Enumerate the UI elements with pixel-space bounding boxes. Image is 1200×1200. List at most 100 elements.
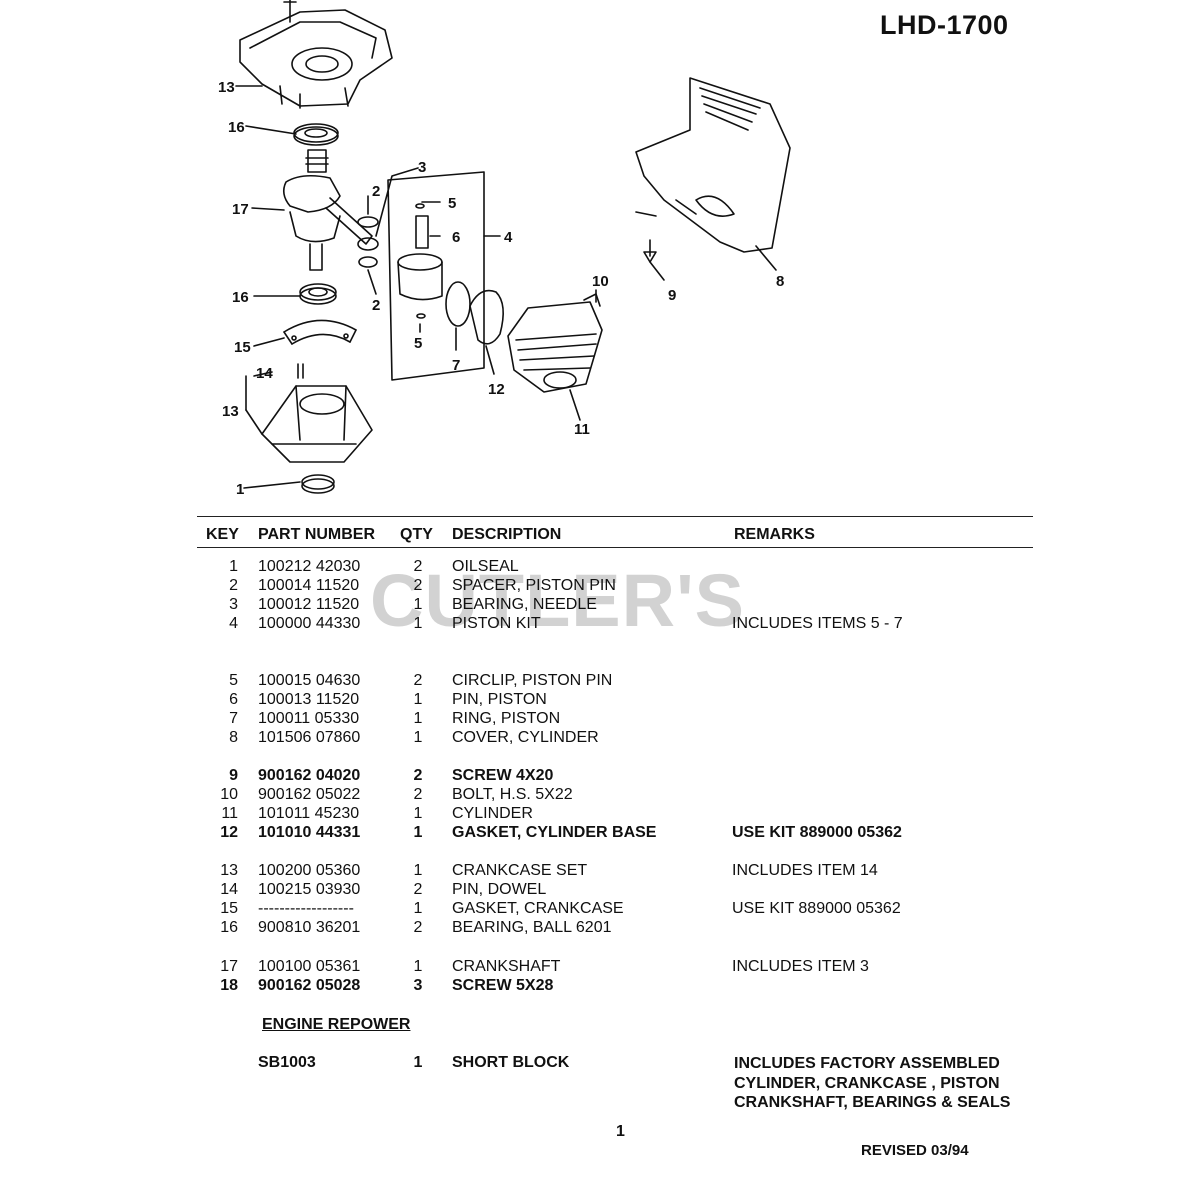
callout-label: 14 bbox=[256, 365, 273, 382]
callout-label: 9 bbox=[668, 287, 676, 304]
quantity: 2 bbox=[413, 767, 423, 784]
callout-label: 13 bbox=[222, 403, 239, 420]
callout-label: 17 bbox=[232, 201, 249, 218]
quantity: 2 bbox=[413, 558, 423, 575]
description: GASKET, CYLINDER BASE bbox=[452, 824, 657, 841]
part-number: 100100 05361 bbox=[258, 958, 361, 975]
part-number: 100015 04630 bbox=[258, 672, 361, 689]
piston-pin-drawing bbox=[415, 203, 429, 249]
callout-label: 13 bbox=[218, 79, 235, 96]
remarks: INCLUDES ITEM 14 bbox=[732, 862, 878, 879]
key: 11 bbox=[221, 805, 238, 822]
callout-label: 2 bbox=[372, 297, 380, 314]
part-number: 100013 11520 bbox=[258, 691, 360, 708]
description: OILSEAL bbox=[452, 558, 519, 575]
callout-label: 6 bbox=[452, 229, 460, 246]
description: RING, PISTON bbox=[452, 710, 561, 727]
part-number: 100000 44330 bbox=[258, 615, 361, 632]
quantity: 1 bbox=[413, 710, 423, 727]
part-number: 100012 11520 bbox=[258, 596, 360, 613]
part-number: 900162 04020 bbox=[258, 767, 361, 784]
table-row: 12 101010 44331 1 GASKET, CYLINDER BASE USE … bbox=[0, 824, 1200, 843]
table-top-rule bbox=[197, 516, 1033, 517]
part-number: ------------------ bbox=[258, 900, 354, 917]
quantity: 1 bbox=[413, 615, 423, 632]
key: 8 bbox=[229, 729, 238, 746]
leader-lines bbox=[235, 85, 777, 489]
spacers-drawing bbox=[357, 216, 379, 268]
model-title: LHD-1700 bbox=[880, 10, 1009, 40]
description: BEARING, BALL 6201 bbox=[452, 919, 612, 936]
callout-label: 5 bbox=[448, 195, 456, 212]
quantity: 1 bbox=[413, 900, 423, 917]
key: 16 bbox=[220, 919, 238, 936]
callout-label: 3 bbox=[418, 159, 426, 176]
callout-label: 1 bbox=[236, 481, 244, 498]
revision-date: REVISED 03/94 bbox=[861, 1142, 969, 1159]
description: CYLINDER bbox=[452, 805, 533, 822]
callout-label: 7 bbox=[452, 357, 460, 374]
quantity: 2 bbox=[413, 881, 423, 898]
callout-label: 16 bbox=[232, 289, 249, 306]
part-number: SB1003 bbox=[258, 1054, 316, 1071]
description: CRANKSHAFT bbox=[452, 958, 561, 975]
quantity: 3 bbox=[413, 977, 423, 994]
remarks: USE KIT 889000 05362 bbox=[732, 900, 901, 917]
callout-label: 16 bbox=[228, 119, 245, 136]
watermark: CUTLER'S bbox=[370, 559, 746, 642]
description: PISTON KIT bbox=[452, 615, 541, 632]
key: 17 bbox=[220, 958, 238, 975]
callout-label: 15 bbox=[234, 339, 251, 356]
crankshaft-drawing bbox=[282, 149, 373, 271]
key: 12 bbox=[220, 824, 238, 841]
quantity: 2 bbox=[413, 672, 423, 689]
description: CIRCLIP, PISTON PIN bbox=[452, 672, 613, 689]
key: 5 bbox=[229, 672, 238, 689]
quantity: 1 bbox=[413, 824, 423, 841]
engine-repower-heading: ENGINE REPOWER bbox=[262, 1016, 411, 1033]
header-key: KEY bbox=[206, 526, 239, 543]
description: SCREW 5X28 bbox=[452, 977, 554, 994]
crankcase-upper-drawing bbox=[239, 0, 393, 109]
table-row: 5 100015 04630 2 CIRCLIP, PISTON PIN bbox=[0, 672, 1200, 691]
dowel-pin-drawing bbox=[297, 363, 304, 379]
description: SCREW 4X20 bbox=[452, 767, 554, 784]
piston-ring-drawing bbox=[445, 281, 471, 327]
quantity: 1 bbox=[413, 691, 423, 708]
lower-bearing-drawing bbox=[299, 283, 337, 305]
header-part-number: PART NUMBER bbox=[258, 526, 376, 543]
callout-label: 12 bbox=[488, 381, 505, 398]
cylinder-gasket-drawing bbox=[469, 289, 504, 345]
table-header-rule bbox=[197, 547, 1033, 548]
quantity: 1 bbox=[413, 729, 423, 746]
table-row: 11 101011 45230 1 CYLINDER bbox=[0, 805, 1200, 824]
callout-label: 8 bbox=[776, 273, 784, 290]
key: 7 bbox=[229, 710, 238, 727]
quantity: 1 bbox=[413, 805, 423, 822]
remarks: USE KIT 889000 05362 bbox=[732, 824, 902, 841]
description: PIN, PISTON bbox=[452, 691, 547, 708]
remark-line: CRANKSHAFT, BEARINGS & SEALS bbox=[734, 1094, 1011, 1111]
quantity: 2 bbox=[413, 919, 423, 936]
part-number: 101010 44331 bbox=[258, 824, 361, 841]
description: SPACER, PISTON PIN bbox=[452, 577, 616, 594]
part-number: 100014 11520 bbox=[258, 577, 360, 594]
table-row: SB1003 1 SHORT BLOCK bbox=[0, 1054, 1200, 1073]
quantity: 1 bbox=[413, 1054, 423, 1071]
callout-label: 2 bbox=[372, 183, 380, 200]
quantity: 1 bbox=[413, 958, 423, 975]
part-number: 900162 05022 bbox=[258, 786, 361, 803]
key: 4 bbox=[229, 615, 238, 632]
part-number: 100215 03930 bbox=[258, 881, 361, 898]
description: COVER, CYLINDER bbox=[452, 729, 599, 746]
part-number: 101011 45230 bbox=[258, 805, 360, 822]
key: 14 bbox=[220, 881, 238, 898]
